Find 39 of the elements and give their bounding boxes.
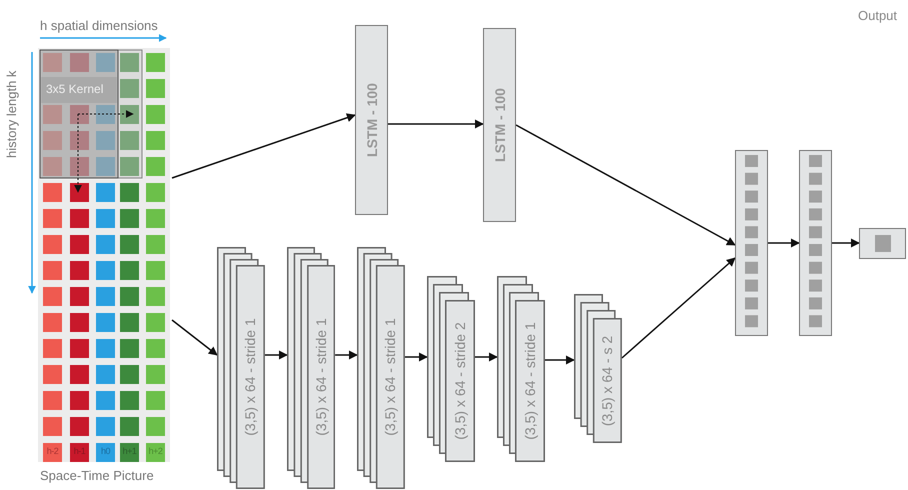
layer-label: (3,5) x 64 - stride 1: [522, 322, 538, 440]
arrow: [172, 113, 356, 179]
kernel-label: 3x5 Kernel: [46, 82, 104, 96]
cell-index-label: h-2: [46, 446, 60, 456]
arrow: [335, 350, 358, 360]
dense-layer-box: [735, 150, 768, 336]
conv-layer-stack: [574, 294, 622, 443]
layer-label: (3,5) x 64 - stride 1: [242, 318, 258, 436]
diagram-caption: Space-Time Picture: [40, 468, 154, 483]
conv-layer-stack: [427, 276, 475, 462]
arrow: [264, 350, 288, 360]
conv-layer-stack: [287, 247, 336, 489]
arrow: [516, 124, 736, 246]
dense-layer-box: [799, 150, 832, 336]
layer-label: (3,5) x 64 - s 2: [599, 335, 616, 426]
arrow: [172, 319, 218, 356]
arrow: [475, 352, 498, 362]
arrow: [545, 356, 575, 364]
layer-label: (3,5) x 64 - stride 1: [313, 318, 330, 436]
conv-layer-stack: [217, 247, 265, 489]
axis-label: history length k: [4, 70, 19, 158]
arrow: [621, 257, 736, 359]
arrow: [404, 352, 428, 362]
cell-index-label: h-1: [72, 446, 86, 456]
conv-layer-stack: [357, 247, 405, 489]
conv-layer-stack: [497, 276, 545, 462]
arrow: [832, 238, 860, 248]
arrow: [388, 120, 484, 128]
layer-label: (3,5) x 64 - stride 2: [452, 322, 468, 440]
layer-label: (3,5) x 64 - stride 1: [382, 318, 398, 436]
layer-label: LSTM - 100: [492, 88, 508, 162]
output-box: [859, 228, 906, 259]
lstm-layer-box: [483, 28, 516, 222]
axis-label: h spatial dimensions: [40, 18, 158, 33]
cell-index-label: h0: [100, 446, 112, 456]
section-label: Output: [858, 8, 898, 23]
arrow: [768, 238, 800, 248]
layer-label: LSTM - 100: [364, 83, 380, 157]
lstm-layer-box: [355, 25, 388, 215]
